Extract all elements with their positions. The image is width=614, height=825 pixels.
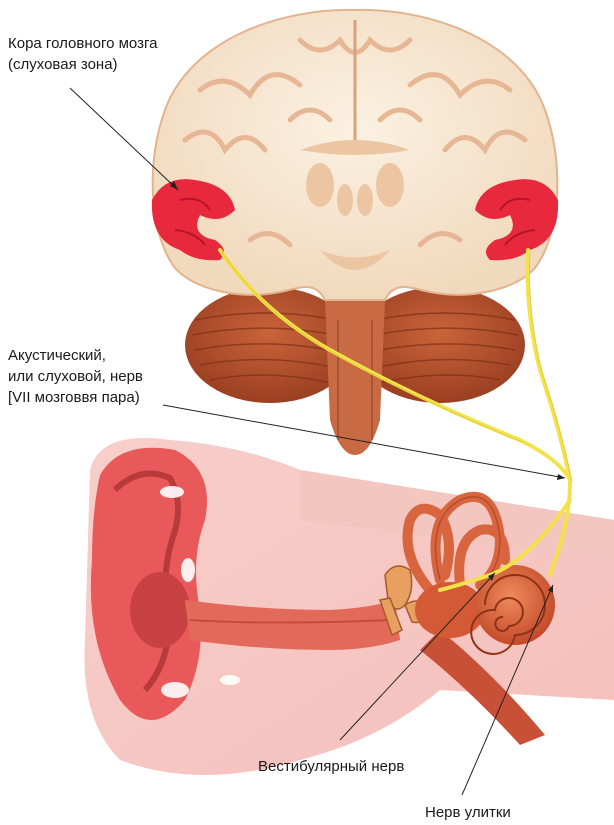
label-acoustic-nerve: Акустический, или слуховой, нерв [VII мо… xyxy=(8,345,143,408)
label-cortex-line1: Кора головного мозга xyxy=(8,33,157,54)
label-vestibular-nerve: Вестибулярный нерв xyxy=(258,756,404,777)
label-cochlear-nerve: Нерв улитки xyxy=(425,802,511,823)
vestibule xyxy=(415,582,485,638)
brain-stem xyxy=(325,300,385,455)
label-acoustic-line1: Акустический, xyxy=(8,345,143,366)
label-acoustic-line2: или слуховой, нерв xyxy=(8,366,143,387)
brain-cross-section xyxy=(152,10,558,455)
label-auditory-cortex: Кора головного мозга (слуховая зона) xyxy=(8,33,157,75)
label-acoustic-line3: [VII мозговвя пара) xyxy=(8,387,143,408)
label-cortex-line2: (слуховая зона) xyxy=(8,54,157,75)
ear-section xyxy=(84,438,614,775)
